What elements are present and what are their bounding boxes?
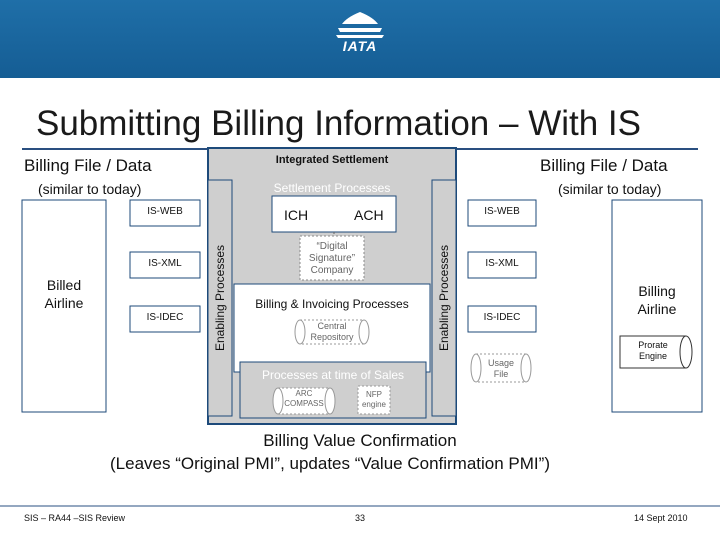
arc-compass-cylinder bbox=[272, 387, 336, 415]
usage-file-cylinder bbox=[470, 353, 532, 383]
left-billing-file-label: Billing File / Data bbox=[24, 156, 152, 175]
digital-signature-box bbox=[299, 235, 365, 281]
enabling-processes-left-label: Enabling Processes bbox=[213, 244, 227, 352]
page-title: Submitting Billing Information – With IS bbox=[36, 104, 641, 143]
iata-globe-icon bbox=[336, 12, 384, 38]
left-format-xml-label: IS-XML bbox=[148, 258, 182, 269]
enabling-processes-right-label: Enabling Processes bbox=[437, 244, 451, 352]
left-format-box-xml bbox=[129, 251, 201, 279]
right-billing-file-label: Billing File / Data bbox=[540, 156, 668, 175]
value-confirmation-sub-label: (Leaves “Original PMI”, updates “Value C… bbox=[110, 454, 550, 473]
enabling-processes-right-bar bbox=[431, 179, 457, 417]
footer-page-number: 33 bbox=[354, 513, 365, 523]
value-confirmation-label: Billing Value Confirmation bbox=[263, 431, 457, 450]
left-format-web-label: IS-WEB bbox=[147, 206, 183, 217]
processes-time-of-sales-label: Processes at time of Sales bbox=[261, 368, 405, 382]
billing-airline-box bbox=[611, 199, 703, 413]
left-format-idec-label: IS-IDEC bbox=[146, 312, 184, 323]
right-format-xml-label: IS-XML bbox=[485, 258, 519, 269]
prorate-engine-cylinder bbox=[619, 335, 693, 369]
right-format-web-label: IS-WEB bbox=[484, 206, 520, 217]
footer-date: 14 Sept 2010 bbox=[634, 513, 688, 523]
billing-invoicing-label: Billing & Invoicing Processes bbox=[255, 297, 409, 311]
billed-airline-box bbox=[21, 199, 107, 413]
right-format-idec-label: IS-IDEC bbox=[483, 312, 521, 323]
ich-label: ICH bbox=[284, 207, 309, 223]
nfp-engine-box bbox=[357, 385, 391, 415]
right-format-box-idec bbox=[467, 305, 537, 333]
right-format-box-web bbox=[467, 199, 537, 227]
central-repository-cylinder bbox=[294, 319, 370, 345]
footer-left: SIS – RA44 –SIS Review bbox=[24, 513, 126, 523]
ich-ach-box bbox=[271, 195, 397, 233]
integrated-settlement-label: Integrated Settlement bbox=[275, 154, 389, 166]
right-similar-label: (similar to today) bbox=[558, 181, 662, 197]
settlement-processes-label: Settlement Processes bbox=[273, 181, 391, 195]
left-format-box-idec bbox=[129, 305, 201, 333]
left-similar-label: (similar to today) bbox=[38, 181, 142, 197]
logo-text: IATA bbox=[342, 38, 378, 54]
enabling-processes-left-bar bbox=[207, 179, 233, 417]
ach-label: ACH bbox=[354, 207, 384, 223]
right-format-box-xml bbox=[467, 251, 537, 279]
left-format-box-web bbox=[129, 199, 201, 227]
